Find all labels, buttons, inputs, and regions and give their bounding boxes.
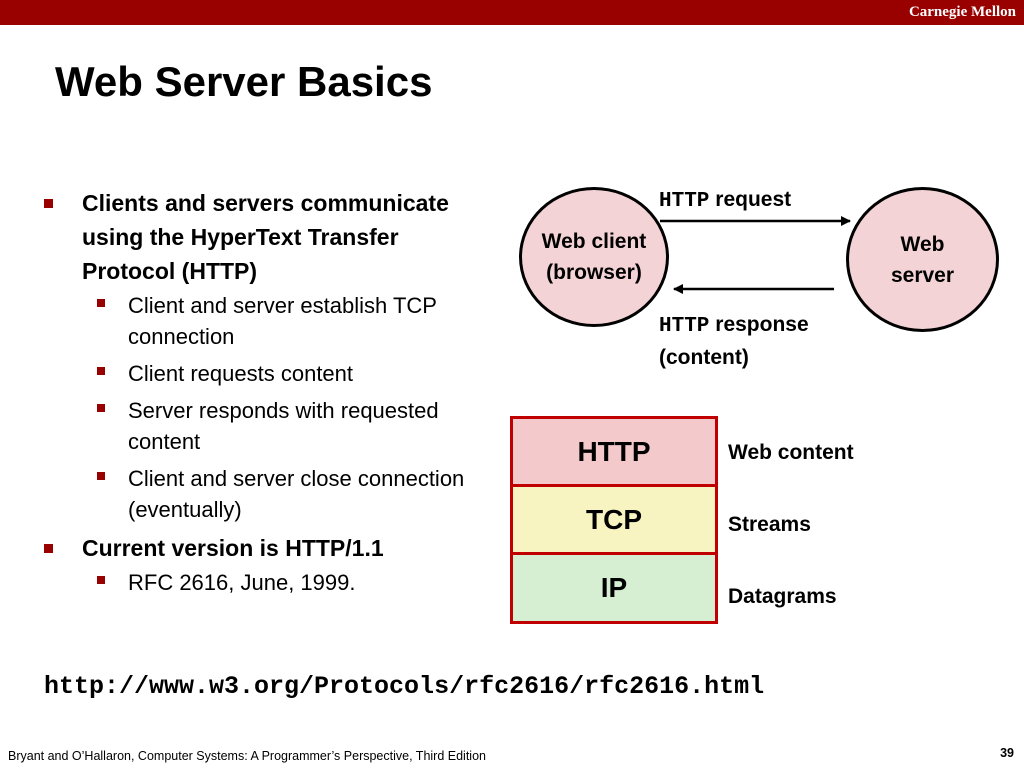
sub-bullet-text: RFC 2616, June, 1999. <box>128 570 356 595</box>
layer-tcp-desc: Streams <box>728 513 811 536</box>
sub-bullet-text: Client and server close connection (even… <box>128 466 465 522</box>
bullet-text: Current version is HTTP/1.1 <box>82 535 384 561</box>
sub-bullet-item: Client and server close connection (even… <box>82 463 494 525</box>
http-request-code: HTTP <box>659 190 710 213</box>
layer-http-desc: Web content <box>728 441 854 464</box>
bullet-text: Clients and servers communicate using th… <box>82 190 449 284</box>
bullet-marker-icon <box>44 199 53 208</box>
sub-bullet-text: Server responds with requested content <box>128 398 439 454</box>
header-bar: Carnegie Mellon <box>0 0 1024 25</box>
web-server-node: Web server <box>846 187 999 332</box>
sub-bullet-text: Client requests content <box>128 361 354 386</box>
http-response-code: HTTP <box>659 315 710 338</box>
sub-bullet-marker-icon <box>97 576 105 584</box>
http-request-label: HTTP request <box>659 184 791 217</box>
web-client-label: Web client (browser) <box>541 230 647 284</box>
sub-bullet-item: Client requests content <box>82 358 494 389</box>
sub-bullet-item: Server responds with requested content <box>82 395 494 457</box>
layer-tcp: TCP <box>513 487 715 555</box>
footer-citation: Bryant and O’Hallaron, Computer Systems:… <box>8 749 486 763</box>
bullet-item: Clients and servers communicate using th… <box>44 186 494 288</box>
rfc-url[interactable]: http://www.w3.org/Protocols/rfc2616/rfc2… <box>44 672 765 701</box>
protocol-stack: HTTP TCP IP <box>510 416 718 624</box>
sub-bullet-marker-icon <box>97 367 105 375</box>
layer-http: HTTP <box>513 419 715 487</box>
web-server-label: Web server <box>890 232 955 287</box>
sub-bullet-item: Client and server establish TCP connecti… <box>82 290 494 352</box>
bullet-marker-icon <box>44 544 53 553</box>
bullet-list: Clients and servers communicate using th… <box>44 186 494 604</box>
slide-title: Web Server Basics <box>55 58 433 105</box>
layer-ip-desc: Datagrams <box>728 585 837 608</box>
bullet-item: Current version is HTTP/1.1 <box>44 531 494 565</box>
http-response-text: response <box>715 313 809 336</box>
layer-ip: IP <box>513 555 715 621</box>
http-request-text: request <box>715 188 792 211</box>
sub-bullet-marker-icon <box>97 404 105 412</box>
sub-bullet-marker-icon <box>97 472 105 480</box>
brand-label: Carnegie Mellon <box>908 4 1016 20</box>
http-response-sub: (content) <box>659 346 749 369</box>
sub-bullet-item: RFC 2616, June, 1999. <box>82 567 494 598</box>
web-client-node: Web client (browser) <box>519 187 669 327</box>
http-response-label: HTTP response (content) <box>659 309 809 373</box>
sub-bullet-marker-icon <box>97 299 105 307</box>
page-number: 39 <box>1000 746 1014 760</box>
sub-bullet-text: Client and server establish TCP connecti… <box>128 293 437 349</box>
